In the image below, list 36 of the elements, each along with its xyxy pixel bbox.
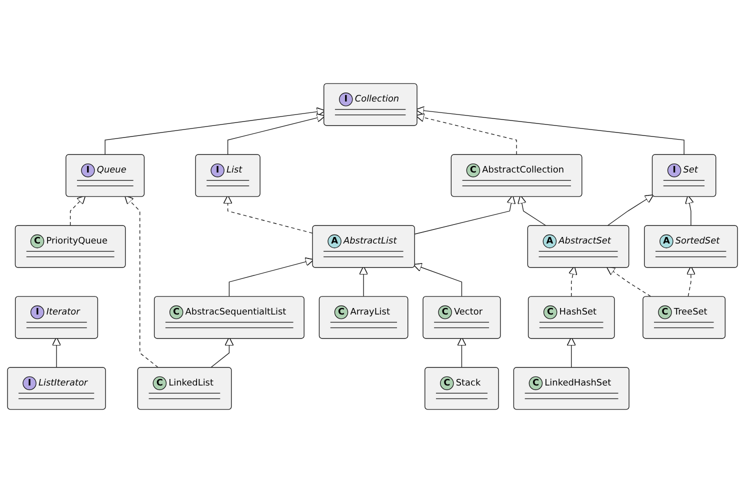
arrow [607, 194, 654, 226]
node-box: I List [195, 154, 260, 197]
arrow [223, 194, 313, 234]
node-box: C LinkedList [137, 367, 232, 410]
node-box: I Set [652, 154, 716, 197]
node-box: I Iterator [15, 296, 98, 339]
arrow [566, 336, 576, 368]
arrow [124, 195, 158, 368]
node-box: C AbstractCollection [450, 154, 582, 197]
arrow [517, 194, 546, 226]
node-box: C LinkedHashSet [513, 367, 630, 410]
node-box: I Queue [66, 154, 145, 197]
node-box: C Vector [422, 296, 501, 339]
arrow [210, 336, 234, 368]
node-box: A AbstractSet [527, 225, 630, 268]
node-box: C PriorityQueue [14, 225, 126, 268]
node-box: C TreeSet [642, 296, 726, 339]
arrow [606, 266, 652, 297]
arrow [686, 266, 696, 297]
arrow [412, 263, 462, 297]
arrow [684, 194, 694, 226]
arrow [568, 266, 578, 297]
arrow [414, 194, 516, 234]
node-box: C ArrayList [318, 296, 408, 339]
arrow [52, 336, 62, 368]
arrow [457, 336, 466, 368]
node-box: I ListIterator [7, 367, 106, 410]
node-box: C HashSet [528, 296, 615, 339]
arrow [359, 266, 368, 297]
node-box: A AbstractList [312, 225, 415, 268]
node-box: C AbstracSequentialtList [154, 296, 304, 339]
node-box: C Stack [424, 367, 499, 410]
node-box: A SortedSet [644, 225, 738, 268]
arrow [70, 195, 86, 226]
arrow [228, 257, 314, 297]
node-box: I Collection [324, 83, 418, 126]
